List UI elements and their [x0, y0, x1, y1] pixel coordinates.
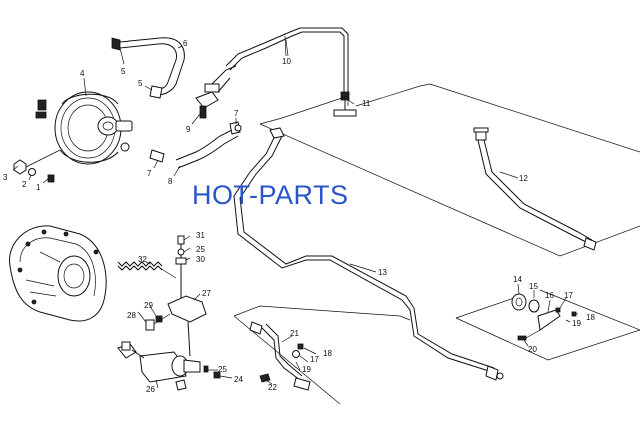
callout-9: 9: [186, 125, 191, 134]
mounting-plane-lower-right: [455, 289, 640, 361]
callout-26: 26: [146, 385, 155, 394]
brake-pipe-12: [473, 127, 597, 251]
callout-28: 28: [127, 311, 136, 320]
callout-22: 22: [268, 383, 277, 392]
brake-pipe-13: [233, 127, 504, 381]
callout-14: 14: [513, 275, 522, 284]
callout-4: 4: [80, 69, 85, 78]
vacuum-hose: [111, 37, 185, 99]
callout-21: 21: [290, 329, 299, 338]
callout-3: 3: [3, 173, 8, 182]
booster-fasteners: [13, 149, 61, 183]
callout-7-left: 7: [147, 169, 152, 178]
callout-18-right: 18: [586, 313, 595, 322]
slave-cylinder: [117, 341, 221, 391]
vacuum-hose-lower: [149, 121, 242, 169]
callout-17-right: 17: [564, 291, 573, 300]
callout-13: 13: [378, 268, 387, 277]
callout-10: 10: [282, 57, 291, 66]
callout-31: 31: [196, 231, 205, 240]
callout-numbers: 3 2 1 4 5 5 6 7 7 8 9 10 11 12 13 14 15 …: [3, 39, 595, 394]
return-spring: [117, 261, 177, 279]
mounting-plane-upper: [259, 83, 640, 257]
watermark-text: HOT-PARTS: [192, 180, 349, 210]
callout-7-right: 7: [234, 109, 239, 118]
callout-19-right: 19: [572, 319, 581, 328]
callout-6: 6: [183, 39, 188, 48]
callout-24: 24: [234, 375, 243, 384]
check-valve: [195, 65, 237, 119]
callout-2: 2: [22, 180, 27, 189]
callout-19-left: 19: [302, 365, 311, 374]
callout-16: 16: [545, 291, 554, 300]
pipe-fitting-11: [333, 91, 357, 117]
clutch-hose-bracket: [511, 293, 577, 341]
callout-25-lower: 25: [218, 365, 227, 374]
callout-15: 15: [529, 282, 538, 291]
callout-12: 12: [519, 174, 528, 183]
callout-8: 8: [168, 177, 173, 186]
brake-pipe-10: [225, 27, 349, 92]
callout-20: 20: [528, 345, 537, 354]
clutch-hose-21: [249, 321, 311, 391]
callout-1: 1: [36, 183, 41, 192]
callout-25-upper: 25: [196, 245, 205, 254]
callout-27: 27: [202, 289, 211, 298]
callout-5-upper: 5: [121, 67, 126, 76]
callout-5-lower: 5: [138, 79, 143, 88]
callout-29: 29: [144, 301, 153, 310]
release-fork-bracket: [145, 235, 207, 357]
callout-32: 32: [138, 255, 147, 264]
callout-11: 11: [362, 99, 371, 108]
brake-booster: [35, 91, 133, 165]
callout-18-left: 18: [323, 349, 332, 358]
callout-17-left: 17: [310, 355, 319, 364]
callout-30: 30: [196, 255, 205, 264]
clutch-housing: [9, 225, 107, 322]
leader-lines: [12, 39, 578, 389]
mounting-plane-lower-mid: [233, 305, 411, 405]
